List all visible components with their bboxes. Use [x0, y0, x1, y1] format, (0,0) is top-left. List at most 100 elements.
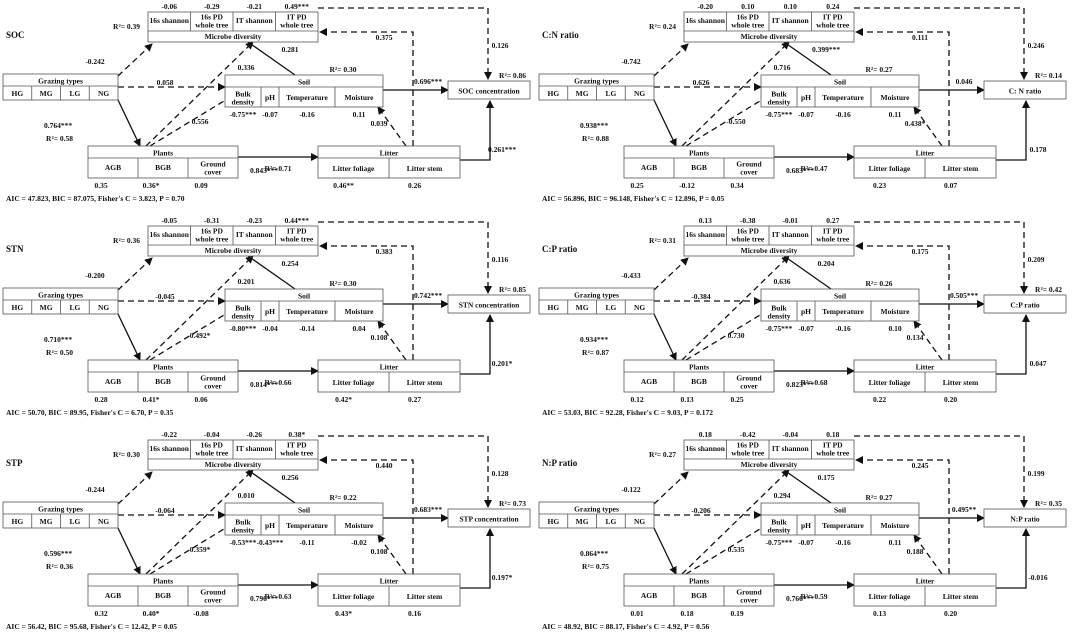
- coef-plants-soil: 0.535: [728, 545, 745, 554]
- grazing-item: LG: [69, 303, 80, 312]
- grazing-item: HG: [548, 89, 560, 98]
- plants-box: [623, 573, 775, 607]
- soil-label: Soil: [834, 292, 846, 301]
- soil-item: Temperature: [286, 521, 328, 530]
- soil-label: Soil: [298, 506, 310, 515]
- text-line: Bulk: [771, 304, 787, 313]
- plants-coef: 0.28: [94, 395, 107, 404]
- coef-grazing-plants: 0.934***: [580, 335, 608, 344]
- coef-soil-target: 0.495**: [952, 505, 977, 514]
- grazing-item: LG: [605, 517, 616, 526]
- microbe-item: IT shannon: [772, 444, 810, 453]
- target-label: C: N ratio: [1009, 87, 1042, 96]
- plants-coef: 0.09: [194, 181, 207, 190]
- target-box: [447, 508, 531, 528]
- microbe-r2: R²= 0.39: [113, 22, 140, 31]
- soil-coef: -0.07: [798, 324, 814, 333]
- text-line: cover: [740, 596, 758, 605]
- coef-grazing-soil: -0.045: [155, 292, 175, 301]
- coef-microbe-soil: 0.175: [818, 473, 835, 482]
- path-grazing-plants: [653, 99, 677, 147]
- coef-litter-soil: 0.134: [907, 333, 924, 342]
- coef-soil-target: 0.683***: [414, 505, 442, 514]
- path-plants-microbe: [681, 255, 790, 361]
- target-box: [983, 508, 1067, 528]
- coef-microbe-target: 0.199: [1028, 469, 1045, 478]
- text-line: cover: [204, 168, 222, 177]
- path-microbe-soil: [783, 255, 832, 290]
- soil-coef: -0.43***: [257, 538, 284, 547]
- text-line: whole tree: [731, 449, 765, 458]
- microbe-coef: 0.49***: [285, 2, 310, 11]
- coef-grazing-microbe: -0.244: [85, 485, 105, 494]
- plants-coef: 0.25: [730, 395, 743, 404]
- text-line: Bulk: [771, 518, 787, 527]
- plants-coef: 0.32: [94, 609, 107, 618]
- litter-coef: 0.07: [944, 181, 957, 190]
- coef-grazing-soil: -0.206: [691, 506, 711, 515]
- coef-litter-target: 0.261***: [488, 145, 516, 154]
- coef-plants-microbe: 0.336: [238, 63, 255, 72]
- coef-litter-microbe: 0.440: [376, 461, 393, 470]
- path-litter-soil: [913, 534, 943, 575]
- target-label: STN concentration: [459, 301, 520, 310]
- plants-item: AGB: [641, 163, 657, 172]
- coef-litter-target: 0.178: [1030, 145, 1047, 154]
- microbe-coef: 0.10: [741, 2, 754, 11]
- target-r2: R²= 0.85: [499, 285, 526, 294]
- soil-item: Temperature: [822, 307, 864, 316]
- text-line: IT PD: [287, 441, 307, 450]
- litter-coef: 0.42*: [335, 395, 352, 404]
- path-microbe-soil: [783, 469, 832, 504]
- litter-label: Litter: [916, 577, 935, 586]
- text-line: IT PD: [287, 13, 307, 22]
- coef-litter-soil: 0.039: [371, 119, 388, 128]
- litter-coef: 0.27: [408, 395, 421, 404]
- target-r2: R²= 0.42: [1035, 285, 1062, 294]
- path-litter-target: [996, 100, 1030, 161]
- target-label: C:P ratio: [1010, 301, 1040, 310]
- soil-label: Soil: [298, 78, 310, 87]
- litter-coef: 0.23: [873, 181, 886, 190]
- grazing-item: NG: [634, 517, 645, 526]
- text-line: Bulk: [235, 518, 251, 527]
- microbe-coef: -0.05: [161, 216, 177, 225]
- soil-box: [760, 502, 920, 536]
- microbe-label: Microbe diversity: [205, 460, 262, 469]
- litter-label: Litter: [916, 149, 935, 158]
- path-litter-soil: [377, 534, 407, 575]
- soil-coef: -0.02: [351, 538, 367, 547]
- grazing-item: MG: [576, 89, 589, 98]
- text-line: density: [768, 526, 791, 535]
- model-stats: AIC = 56.42, BIC = 95.68, Fisher's C = 1…: [6, 622, 177, 631]
- plants-r2: R²= 0.36: [46, 562, 73, 571]
- grazing-item: HG: [12, 89, 24, 98]
- path-microbe-target: [854, 221, 1028, 294]
- target-box: [983, 294, 1067, 314]
- litter-r2: R²= 0.63: [265, 592, 292, 601]
- soil-item: pH: [801, 521, 811, 530]
- coef-plants-litter: 0.766***: [786, 594, 814, 603]
- microbe-coef: -0.21: [246, 2, 262, 11]
- path-litter-soil: [377, 106, 407, 147]
- microbe-coef: -0.26: [246, 430, 262, 439]
- coef-soil-target: 0.696***: [414, 77, 442, 86]
- coef-plants-microbe: 0.010: [238, 491, 255, 500]
- path-litter-soil: [913, 320, 943, 361]
- litter-r2: R²= 0.59: [801, 592, 828, 601]
- soil-label: Soil: [834, 506, 846, 515]
- microbe-item: IT shannon: [236, 230, 274, 239]
- soil-coef: -0.14: [299, 324, 315, 333]
- path-microbe-soil: [247, 469, 296, 504]
- grazing-item: NG: [98, 89, 109, 98]
- soil-box: [224, 288, 384, 322]
- coef-soil-target: 0.505***: [950, 291, 978, 300]
- path-grazing-microbe: [117, 257, 153, 291]
